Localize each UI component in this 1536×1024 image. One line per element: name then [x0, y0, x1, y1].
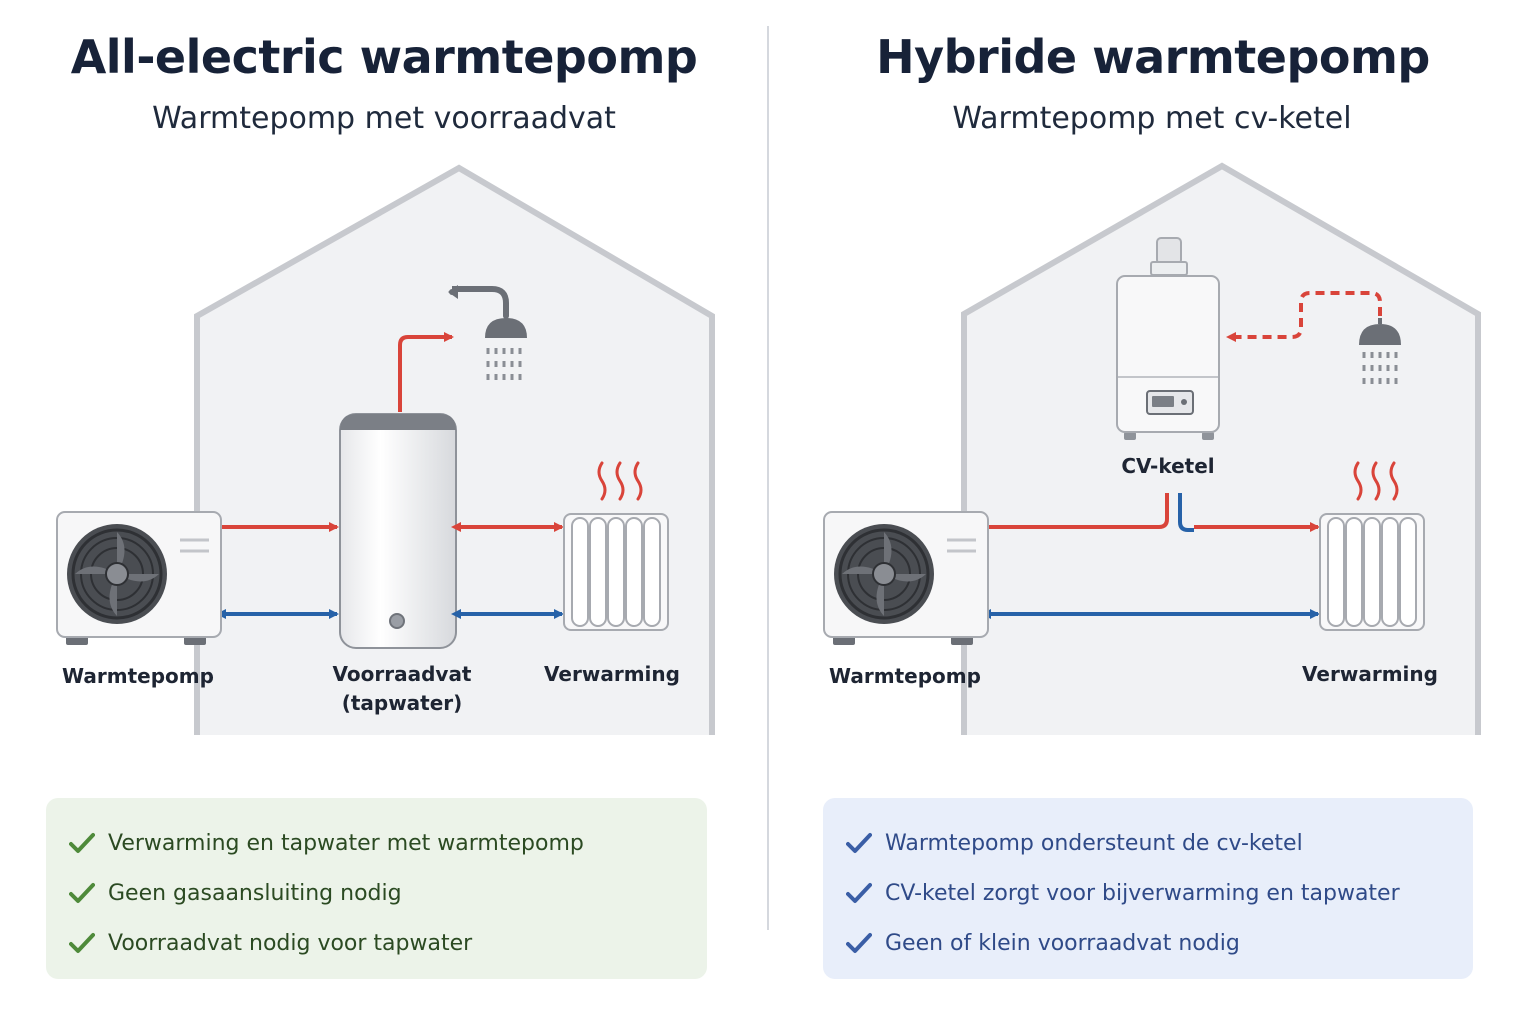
check-text: Warmtepomp ondersteunt de cv-ketel [885, 830, 1303, 856]
check-icon [823, 932, 885, 954]
shower-icon [448, 285, 527, 380]
label-boiler: CV-ketel [1121, 454, 1215, 478]
shower-icon [1359, 318, 1401, 384]
water-tank-icon [339, 413, 457, 649]
panel-hybride: Hybride warmtepomp Warmtepomp met cv-ket… [768, 0, 1536, 1024]
panel-divider [767, 26, 769, 930]
label-heat-pump: Warmtepomp [62, 664, 214, 688]
hot-water-pipe-to-shower [398, 332, 454, 412]
check-text: Geen gasaansluiting nodig [108, 880, 402, 906]
check-item: Geen of klein voorraadvat nodig [823, 918, 1473, 968]
heat-pump-fan-icon [823, 511, 989, 645]
label-heat-pump: Warmtepomp [829, 664, 981, 688]
house-outline [961, 162, 1481, 735]
dashed-hot-water-pipe [1226, 291, 1382, 342]
check-text: Verwarming en tapwater met warmtepomp [108, 830, 584, 856]
left-title: All-electric warmtepomp [70, 30, 698, 84]
radiator-icon [563, 461, 669, 631]
panel-all-electric: All-electric warmtepomp Warmtepomp met v… [46, 30, 715, 979]
radiator-icon [1319, 461, 1425, 631]
check-icon [46, 832, 108, 854]
check-text: Voorraadvat nodig voor tapwater [108, 930, 473, 956]
right-subtitle: Warmtepomp met cv-ketel [952, 101, 1352, 136]
heat-pump-fan-icon [56, 511, 222, 645]
right-benefits-box: Warmtepomp ondersteunt de cv-ketel CV-ke… [823, 798, 1473, 979]
label-tank-line1: Voorraadvat [332, 662, 472, 686]
right-title: Hybride warmtepomp [876, 30, 1430, 84]
check-text: CV-ketel zorgt voor bijverwarming en tap… [885, 880, 1400, 906]
left-benefits-box: Verwarming en tapwater met warmtepomp Ge… [46, 798, 707, 979]
label-heating: Verwarming [1302, 662, 1438, 686]
check-item: CV-ketel zorgt voor bijverwarming en tap… [823, 868, 1473, 918]
cold-pipe-boiler-branch [1178, 493, 1194, 532]
check-item: Verwarming en tapwater met warmtepomp [46, 818, 707, 868]
check-icon [823, 832, 885, 854]
check-text: Geen of klein voorraadvat nodig [885, 930, 1240, 956]
boiler-icon [1116, 237, 1220, 440]
check-icon [823, 882, 885, 904]
check-icon [46, 932, 108, 954]
hot-pipe-heatpump-to-boiler [989, 493, 1169, 529]
check-item: Voorraadvat nodig voor tapwater [46, 918, 707, 968]
label-heating: Verwarming [544, 662, 680, 686]
label-tank: Voorraadvat (tapwater) [302, 660, 502, 718]
check-item: Geen gasaansluiting nodig [46, 868, 707, 918]
label-tank-line2: (tapwater) [341, 691, 463, 715]
check-item: Warmtepomp ondersteunt de cv-ketel [823, 818, 1473, 868]
left-subtitle: Warmtepomp met voorraadvat [152, 101, 616, 136]
check-icon [46, 882, 108, 904]
hybride-diagram [823, 162, 1481, 735]
all-electric-diagram [56, 164, 715, 735]
